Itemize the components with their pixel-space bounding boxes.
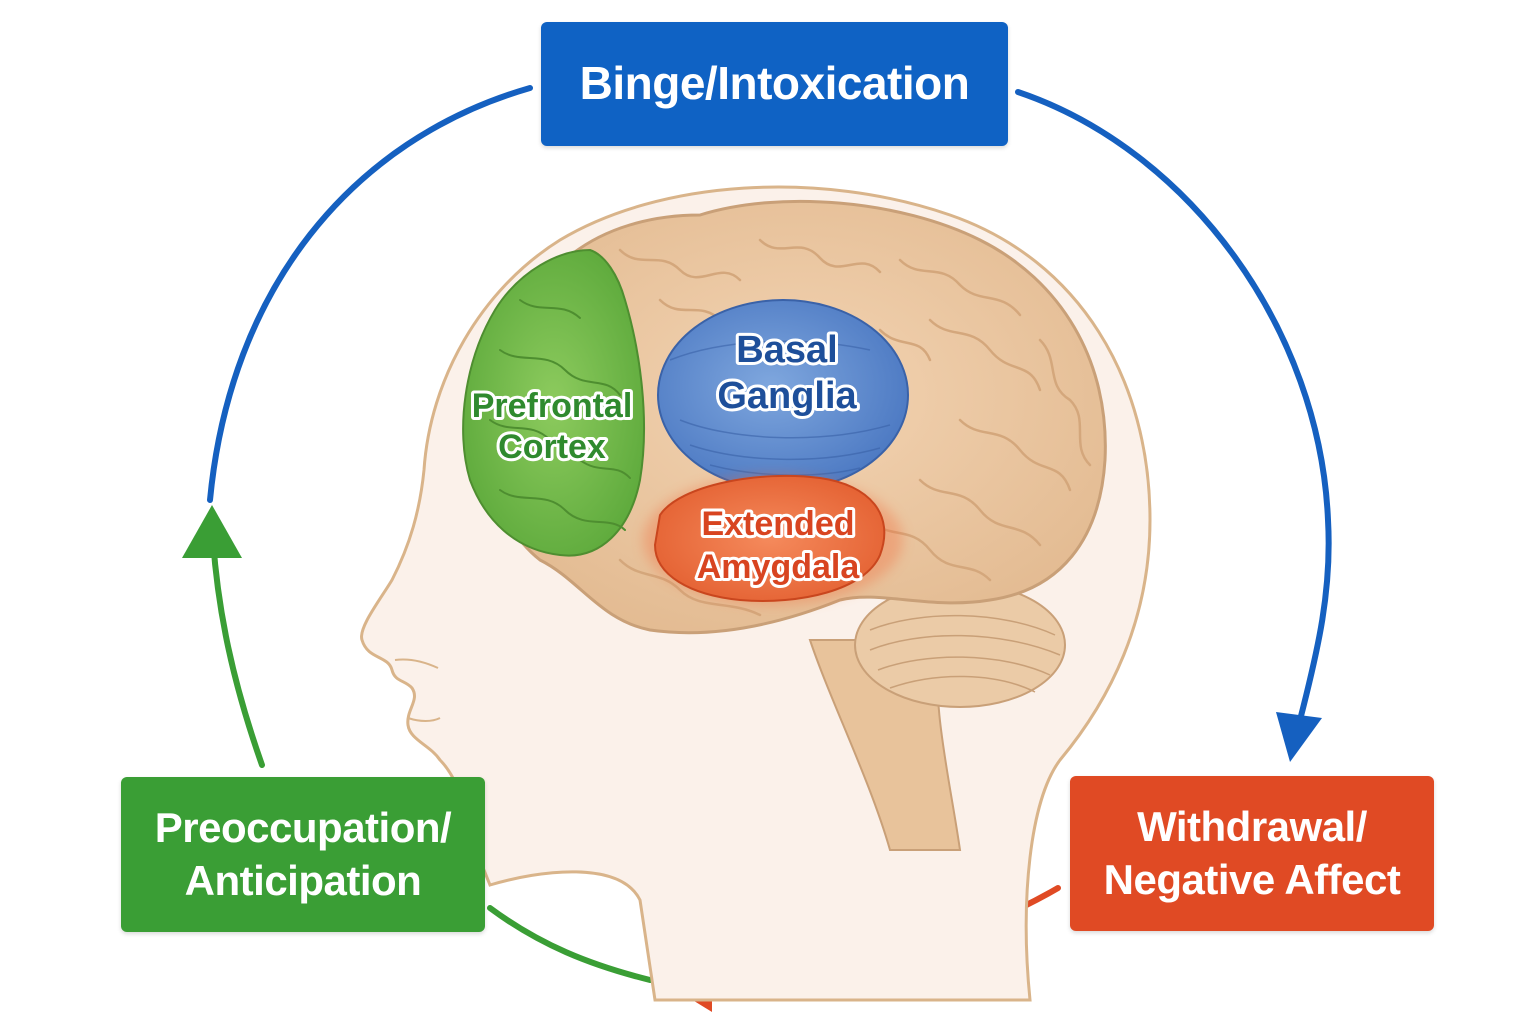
region-labels: Prefrontal Cortex Basal Ganglia Extended… xyxy=(469,326,864,589)
prefrontal-cortex-region xyxy=(462,248,646,557)
stage-withdrawal-negative-affect: Withdrawal/ Negative Affect xyxy=(1070,776,1434,931)
arrow-preoccupation-to-binge xyxy=(210,537,265,768)
basal-label-line2: Ganglia xyxy=(717,375,857,417)
stage-binge-intoxication: Binge/Intoxication xyxy=(541,22,1008,146)
prefrontal-label-line2: Cortex xyxy=(498,428,606,466)
cerebellum-folds xyxy=(869,614,1061,693)
basal-label-line1: Basal xyxy=(736,329,837,371)
amygdala-label-line1: Extended xyxy=(701,505,854,543)
arrowhead-green-up xyxy=(182,505,242,558)
stage-withdrawal-label-line2: Negative Affect xyxy=(1103,855,1401,903)
amygdala-label-line2: Amygdala xyxy=(697,548,861,586)
stage-preoccupation-label-line1: Preoccupation/ xyxy=(154,804,452,851)
arrowhead-blue-down xyxy=(1276,712,1322,762)
extended-amygdala-region xyxy=(653,474,886,602)
stage-preoccupation-label-line2: Anticipation xyxy=(184,856,422,904)
arrow-binge-to-withdrawal xyxy=(1015,89,1332,723)
arrow-green-bottom-arc xyxy=(487,905,653,983)
lips-line xyxy=(407,717,441,722)
arrow-blue-left-arc xyxy=(207,85,533,503)
nostril-line xyxy=(394,658,439,669)
prefrontal-label-line1: Prefrontal xyxy=(472,387,633,425)
prefrontal-gyri xyxy=(489,299,631,531)
stage-preoccupation-anticipation: Preoccupation/ Anticipation xyxy=(121,777,485,932)
stage-binge-label: Binge/Intoxication xyxy=(579,57,970,110)
brain xyxy=(462,199,1107,851)
stage-withdrawal-label-line1: Withdrawal/ xyxy=(1137,803,1367,850)
